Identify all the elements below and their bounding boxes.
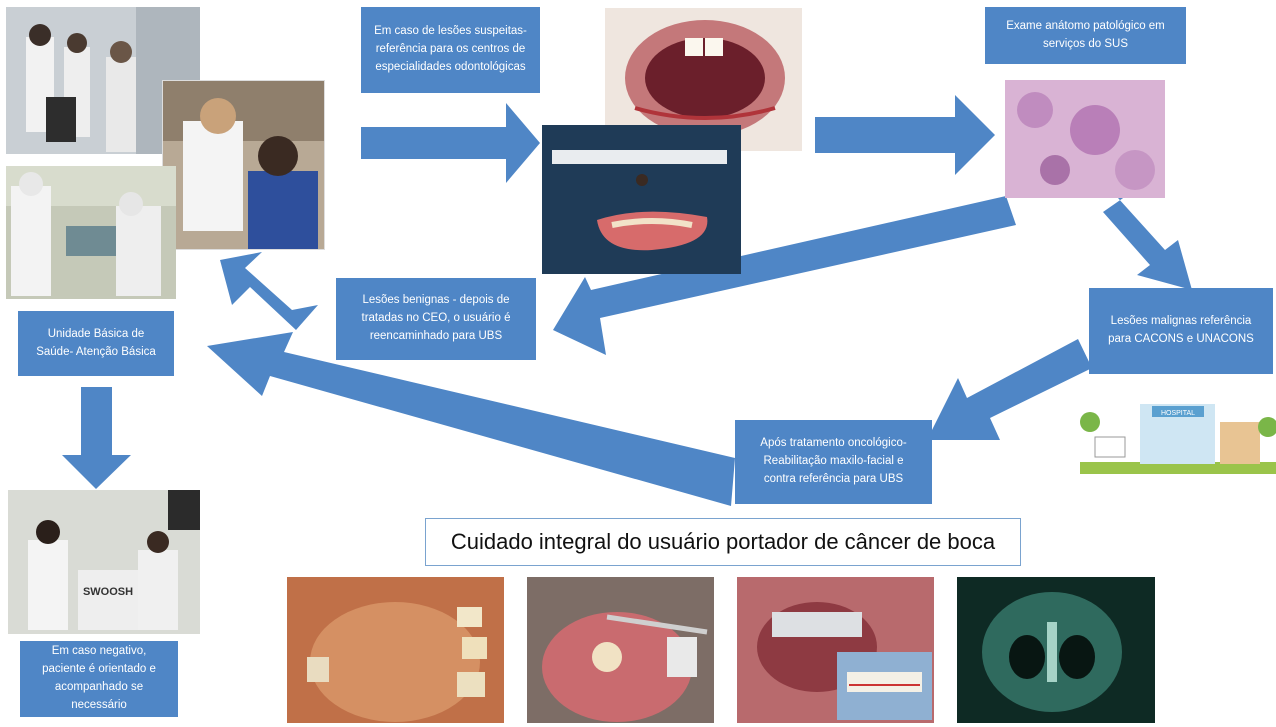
hospital-illustration: HOSPITAL bbox=[1080, 392, 1276, 484]
ct-scan-photo bbox=[957, 577, 1155, 723]
dental-chair-photo bbox=[6, 166, 176, 299]
benign-lesions-box: Lesões benignas - depois de tratadas no … bbox=[336, 278, 536, 360]
dentist-exam-photo bbox=[162, 80, 325, 250]
sweatshirt-text: SWOOSH bbox=[83, 586, 133, 598]
arrow-to-malignant bbox=[1103, 196, 1192, 290]
arrow-to-after-treatment bbox=[927, 339, 1092, 440]
palate-photo bbox=[287, 577, 504, 723]
prosthesis-photo bbox=[737, 577, 934, 723]
histology-slide-photo bbox=[1005, 80, 1165, 198]
arrow-to-ubs-photos bbox=[220, 252, 318, 330]
surgery-photo bbox=[527, 577, 714, 723]
hospital-sign: HOSPITAL bbox=[1161, 410, 1195, 417]
biopsy-specimen-photo bbox=[542, 125, 741, 274]
ubs-consultation-photo: SWOOSH bbox=[8, 490, 200, 634]
negative-case-box: Em caso negativo, paciente é orientado e… bbox=[20, 641, 178, 717]
pathology-exam-box: Exame anátomo patológico em serviços do … bbox=[985, 7, 1186, 64]
diagram-caption: Cuidado integral do usuário portador de … bbox=[425, 518, 1021, 566]
ubs-box: Unidade Básica de Saúde- Atenção Básica bbox=[18, 311, 174, 376]
arrow-down-to-negative bbox=[62, 387, 131, 489]
malignant-lesions-box: Lesões malignas referência para CACONS e… bbox=[1089, 288, 1273, 374]
arrow-to-biopsy bbox=[361, 103, 540, 183]
suspect-lesions-box: Em caso de lesões suspeitas- referência … bbox=[361, 7, 540, 93]
arrow-to-pathology bbox=[815, 95, 995, 175]
after-treatment-box: Após tratamento oncológico- Reabilitação… bbox=[735, 420, 932, 504]
